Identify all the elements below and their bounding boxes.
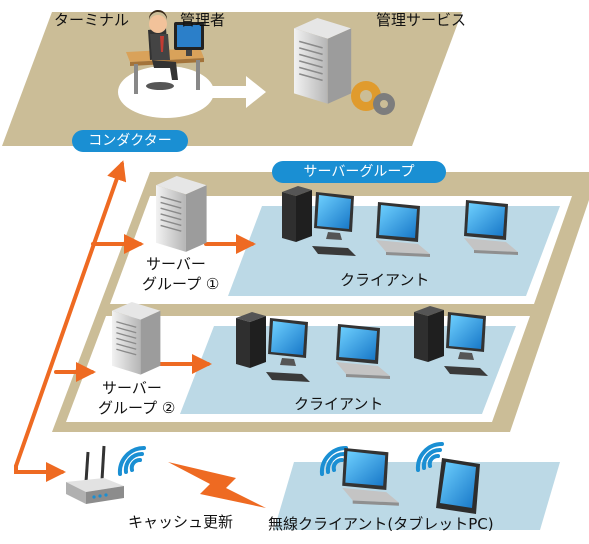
terminal-label: ターミナル bbox=[54, 11, 130, 29]
clients-group-2-label: クライアント bbox=[294, 395, 384, 413]
wireless-clients-label: 無線クライアント(タブレットPC) bbox=[268, 515, 494, 533]
server-icon-group-2 bbox=[111, 301, 162, 376]
wifi-signal-icon bbox=[117, 445, 146, 476]
admin-to-service-arrow bbox=[196, 76, 266, 108]
wireless-router-icon bbox=[66, 445, 124, 504]
tablet-icon bbox=[436, 458, 480, 514]
server-group-1-line1: サーバー bbox=[146, 255, 206, 273]
conductor-connections bbox=[14, 160, 256, 482]
conductor-badge: コンダクター bbox=[72, 130, 188, 152]
server-group-title-badge: サーバーグループ bbox=[272, 161, 446, 183]
lightning-bolt-icon bbox=[168, 462, 266, 508]
server-icon-group-1 bbox=[155, 175, 208, 253]
clients-group-1-label: クライアント bbox=[340, 271, 430, 289]
management-server-icon bbox=[293, 17, 352, 105]
management-service-label: 管理サービス bbox=[376, 11, 467, 29]
admin-label: 管理者 bbox=[180, 11, 226, 29]
server-group-2-line1: サーバー bbox=[102, 379, 162, 397]
admin-icon bbox=[126, 9, 204, 94]
admin-floor-spot bbox=[118, 66, 214, 118]
gear-icon bbox=[351, 81, 395, 115]
cache-update-label: キャッシュ更新 bbox=[128, 513, 234, 531]
server-group-1-line2: グループ ① bbox=[142, 275, 220, 293]
management-platform bbox=[2, 12, 462, 146]
server-group-2-line2: グループ ② bbox=[98, 399, 176, 417]
